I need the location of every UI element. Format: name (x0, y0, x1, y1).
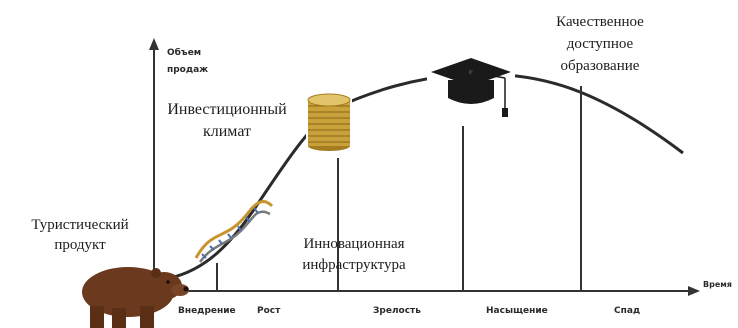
bear-icon (82, 267, 189, 328)
y-axis-label-line2: продаж (167, 65, 208, 75)
dna-icon (194, 200, 274, 263)
stage-label-introduction: Внедрение (178, 306, 236, 316)
investment-climate-label-line2: климат (203, 123, 251, 140)
y-axis-arrow (149, 38, 159, 50)
y-axis-label-line1: Объем (167, 47, 201, 58)
education-label-line3: образование (561, 58, 640, 74)
education-label-line1: Качественное (556, 14, 644, 30)
life-cycle-curve (169, 72, 684, 280)
coins-icon (306, 91, 352, 153)
x-axis-label: Время (703, 280, 732, 289)
stage-label-maturity: Зрелость (373, 306, 421, 316)
stage-label-decline: Спад (614, 306, 640, 316)
tourist-product-label-line1: Туристический (31, 217, 128, 233)
innovation-infrastructure-label-line1: Инновационная (303, 236, 404, 252)
stage-label-growth: Рост (257, 306, 281, 316)
graduation-cap-icon (427, 54, 515, 126)
education-label-line2: доступное (567, 36, 634, 52)
investment-climate-label-line1: Инвестиционный (167, 101, 287, 118)
stage-label-saturation: Насыщение (486, 306, 548, 316)
tourist-product-label-line2: продукт (54, 237, 106, 253)
innovation-infrastructure-label-line2: инфраструктура (302, 257, 406, 273)
x-axis-arrow (688, 286, 700, 296)
